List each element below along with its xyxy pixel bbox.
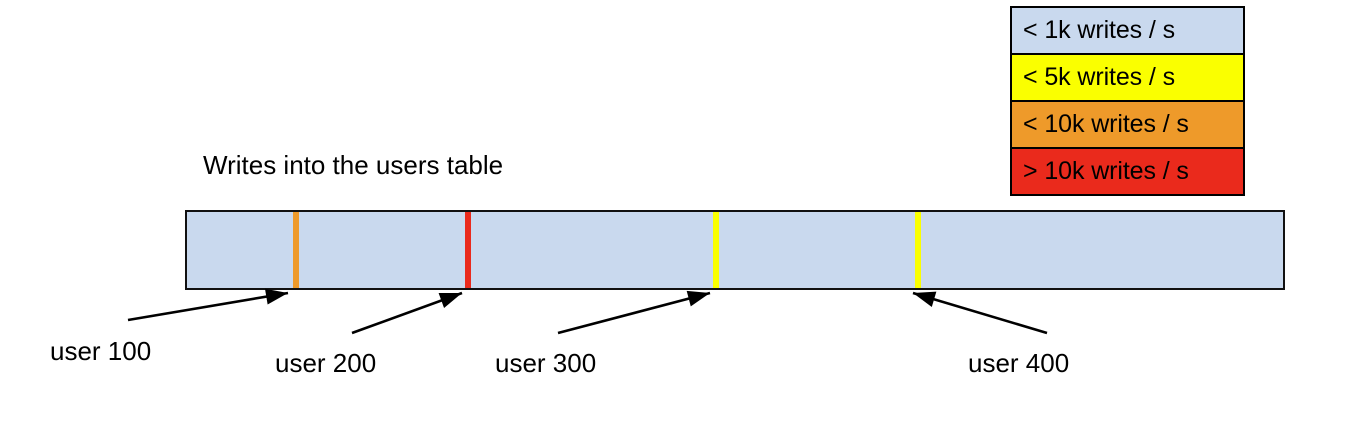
arrow-shaft [912,291,1048,335]
legend-label-under-1k: < 1k writes / s [1023,16,1176,44]
legend-label-over-10k: > 10k writes / s [1023,157,1189,185]
stripe-user-400 [915,212,921,288]
arrow-head [913,291,937,307]
marker-label-2: user 300 [495,348,597,378]
legend-row-under-1k: < 1k writes / s [1012,8,1243,55]
chart-title: Writes into the users table [203,150,504,180]
write-rate-legend: < 1k writes / s < 5k writes / s < 10k wr… [1010,6,1245,196]
arrow-shaft [557,291,711,335]
arrow-head [264,288,288,305]
stripe-user-100 [293,212,299,288]
legend-row-over-10k: > 10k writes / s [1012,149,1243,194]
arrow-shaft [351,291,463,335]
legend-row-under-5k: < 5k writes / s [1012,55,1243,102]
bar-background-fill [187,212,1283,288]
legend-label-under-10k: < 10k writes / s [1023,110,1189,138]
arrow-head [686,290,710,307]
marker-label-3: user 400 [968,348,1070,378]
legend-label-under-5k: < 5k writes / s [1023,63,1176,91]
marker-label-0: user 100 [50,336,152,366]
arrow-group [127,288,1048,335]
marker-label-1: user 200 [275,348,377,378]
users-table-bar [185,210,1285,290]
arrow-head [438,293,462,309]
stripe-user-200 [465,212,471,288]
legend-row-under-10k: < 10k writes / s [1012,102,1243,149]
arrow-shaft [127,291,289,322]
stripe-user-300 [713,212,719,288]
